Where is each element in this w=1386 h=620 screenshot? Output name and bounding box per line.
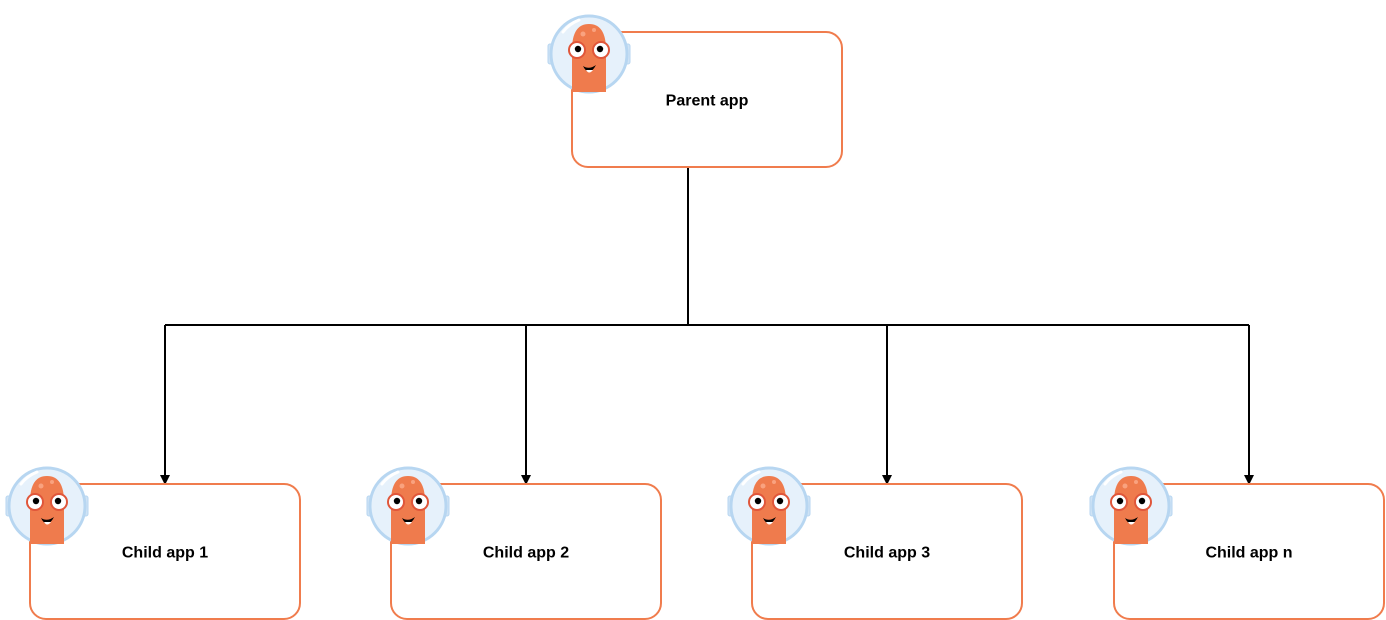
child-app-node-2-box	[390, 483, 662, 620]
child-app-node-3-box	[751, 483, 1023, 620]
child-app-node-1: Child app 1	[4, 466, 301, 620]
child-app-node-4-label: Child app n	[1205, 545, 1292, 562]
argo-mascot-icon	[1088, 466, 1174, 546]
argo-mascot-icon	[365, 466, 451, 546]
child-app-node-4: Child app n	[1088, 466, 1385, 620]
parent-app-node-label: Parent app	[666, 93, 749, 110]
parent-app-node: Parent app	[546, 14, 843, 168]
child-app-node-4-box	[1113, 483, 1385, 620]
connector-group	[160, 167, 1254, 485]
argo-mascot-icon	[726, 466, 812, 546]
child-app-node-1-box	[29, 483, 301, 620]
child-app-node-2: Child app 2	[365, 466, 662, 620]
child-app-node-1-label: Child app 1	[122, 545, 208, 562]
child-app-node-3: Child app 3	[726, 466, 1023, 620]
parent-app-node-box	[571, 31, 843, 168]
child-app-node-2-label: Child app 2	[483, 545, 569, 562]
child-app-node-3-label: Child app 3	[844, 545, 930, 562]
argo-mascot-icon	[4, 466, 90, 546]
argo-mascot-icon	[546, 14, 632, 94]
